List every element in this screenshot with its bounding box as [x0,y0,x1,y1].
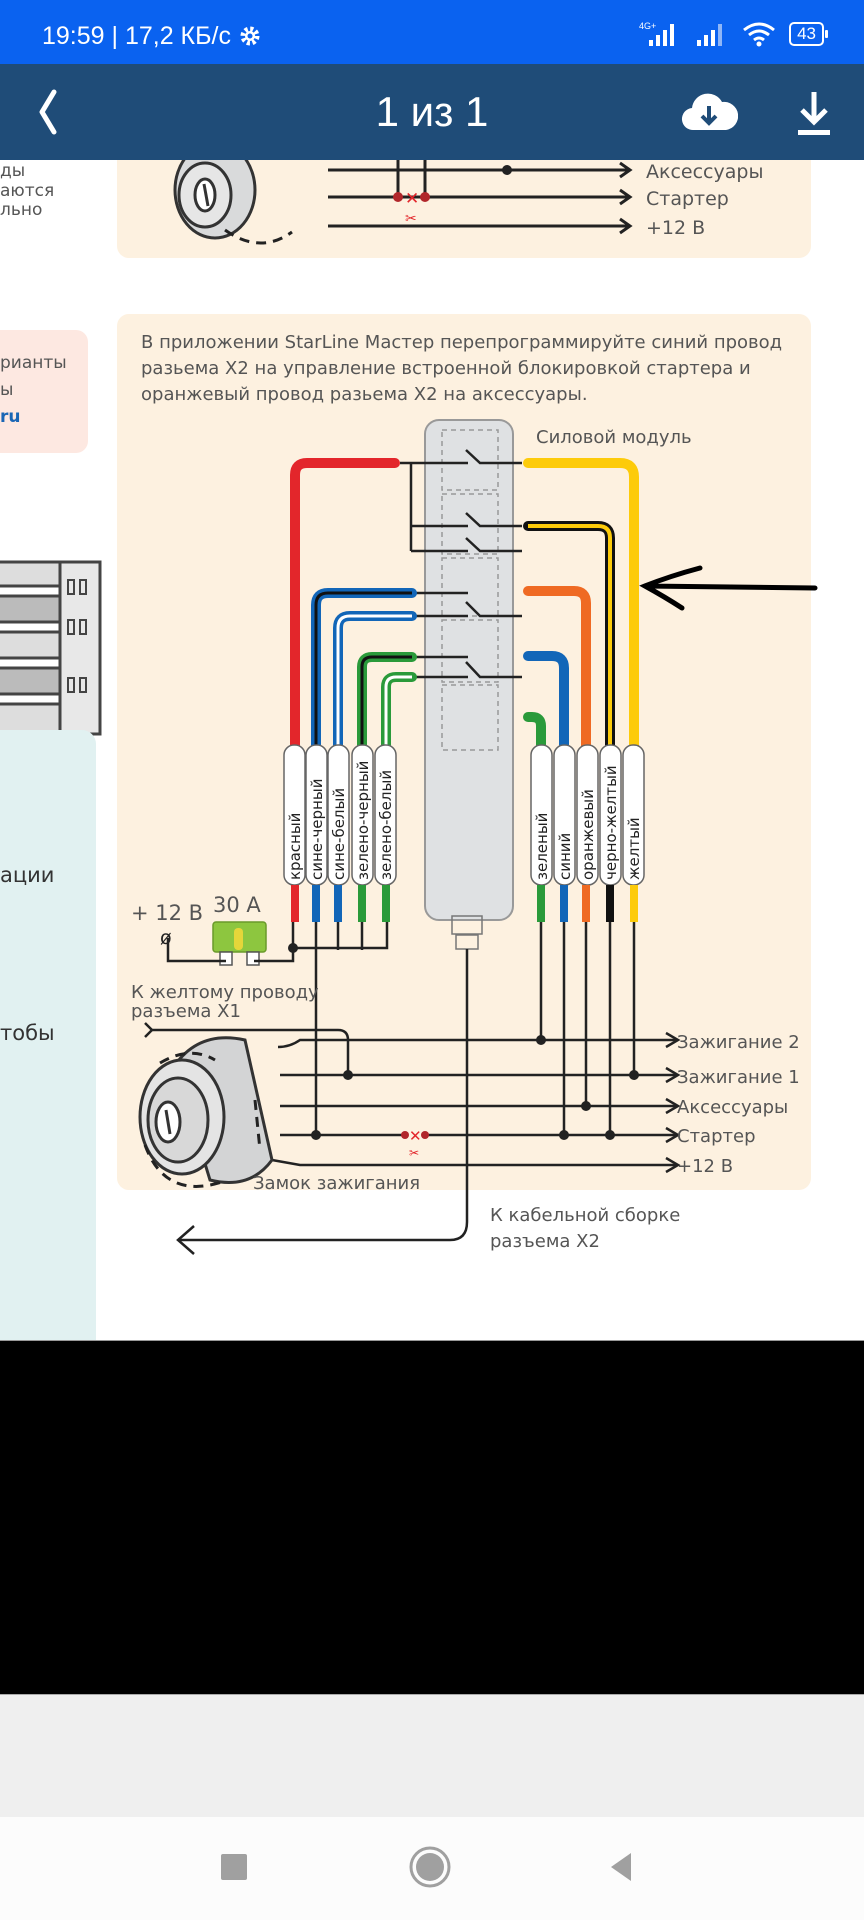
circle-icon[interactable] [408,1845,452,1889]
fuse-icon [212,921,267,966]
left-text-1: ды [0,161,25,181]
signal-icon: 4G+ [639,21,675,46]
network-speed: 17,2 КБ/с [124,22,231,50]
wire-tag-label: красный [286,813,304,880]
left-text-2: аются [0,181,54,201]
wire-tag-label: сине-черный [308,779,326,880]
output-label: +12 В [677,1156,733,1177]
signal-icon [697,24,723,46]
wire-yellow [523,458,639,765]
instruction-line: оранжевый провод разьема X2 на аксессуар… [141,384,588,405]
output-label: Стартер [646,188,729,210]
wire-tag-label: зелено-белый [377,770,395,880]
pink-link: ru [0,407,21,427]
main-panel: В приложении StarLine Мастер перепрограм… [117,314,818,1255]
lock-label: Замок зажигания [253,1173,420,1194]
power-module [424,419,514,950]
battery-icon: 43 [789,22,828,46]
wire-tag-label: сине-белый [330,788,348,880]
download-icon[interactable] [790,88,838,140]
battery-level: 43 [797,24,816,43]
wire-tag-label: зелено-черный [354,761,372,880]
status-bar: 19:59 | 17,2 КБ/с 4G+ 43 [0,0,864,64]
cable-note: К кабельной сборке [490,1205,680,1226]
status-icons: 4G+ 43 [637,20,828,48]
output-label: Аксессуары [646,161,763,183]
square-icon[interactable] [212,1845,256,1889]
wire-tag-label: желтый [625,817,643,880]
connector-illustration [0,560,102,736]
instruction-line: В приложении StarLine Мастер перепрограм… [141,332,782,353]
left-wire-tags: красный сине-черный сине-белый зелено-че… [283,744,397,886]
wire-tag-label: зеленый [533,813,551,880]
wire-red [290,458,400,765]
pink-text-1: рианты [0,353,67,373]
module-label: Силовой модуль [536,427,692,448]
teal-text-1: ации [0,863,54,887]
cable-note: разъема X2 [490,1231,600,1252]
triangle-back-icon[interactable] [600,1845,644,1889]
chevron-left-icon[interactable] [30,82,80,142]
wiring-diagram: ды аются льно рианты ы ru ации тобы [0,160,818,1340]
app-bar: 1 из 1 [0,64,864,160]
left-text-3: льно [0,200,42,220]
network-type: 4G+ [639,21,656,31]
teal-note-box [0,730,96,1340]
yellow-wire-note: К желтому проводу [131,982,319,1003]
cut-mark-icon: ✕ [405,189,419,209]
system-nav-bar [0,1817,864,1920]
document-viewer[interactable]: ды аются льно рианты ы ru ации тобы [0,160,864,1340]
clock: 19:59 [42,22,105,50]
output-label: Стартер [677,1126,756,1147]
relay-switches [400,449,522,679]
wire-orange [523,586,591,765]
wire-green [523,712,546,765]
cloud-download-icon[interactable] [680,88,738,138]
supply-label: + 12 В [131,901,203,925]
ignition-lock [138,1036,274,1188]
bottom-toolbar-area [0,1694,864,1818]
hand-drawn-arrow-icon [639,565,818,611]
output-label: Зажигание 1 [677,1067,800,1088]
ignition-lock-top [173,160,293,245]
scissors-icon: ✂ [405,211,417,227]
output-label: Аксессуары [677,1097,788,1118]
terminal-icon: ø [160,927,172,949]
gear-icon [240,26,260,46]
wire-tag-label: оранжевый [579,789,597,880]
empty-black-area [0,1340,864,1695]
status-time: 19:59 | 17,2 КБ/с [42,22,262,51]
output-label: Зажигание 2 [677,1032,800,1053]
pink-note-box [0,330,88,453]
wire-blue [523,651,569,765]
top-panel: ✕ ✂ Аксессуары Стартер +12 В [117,160,811,258]
instruction-line: разьема X2 на управление встроенной блок… [141,358,751,379]
output-label: +12 В [646,217,705,239]
scissors-icon: ✂ [409,1146,419,1160]
pink-text-2: ы [0,380,13,400]
wifi-icon [743,22,776,47]
right-wire-tags: зеленый синий оранжевый черно-желтый жел… [530,744,645,886]
page-counter-title: 1 из 1 [375,88,489,135]
teal-text-2: тобы [0,1021,55,1045]
wire-tag-label: черно-желтый [602,765,620,880]
cut-mark-icon: ✕ [409,1127,422,1145]
wire-tag-label: синий [556,833,574,880]
fuse-label: 30 А [213,893,261,917]
yellow-wire-note: разъема X1 [131,1001,241,1022]
